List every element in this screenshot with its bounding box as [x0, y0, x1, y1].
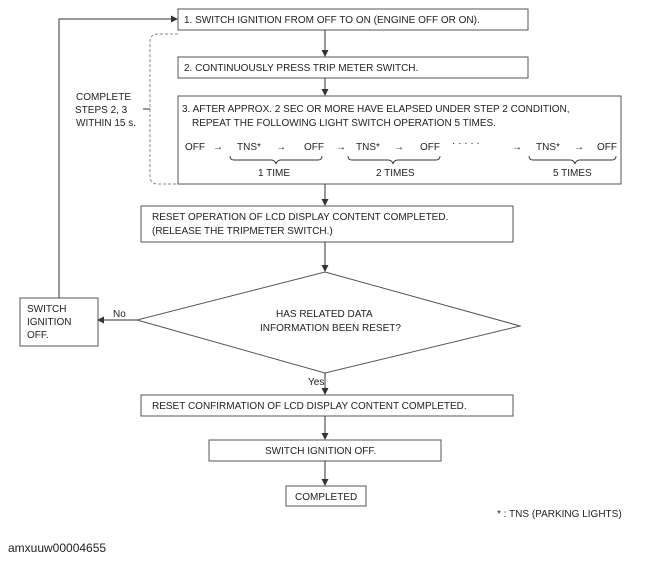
side-note-line2: STEPS 2, 3	[75, 105, 128, 116]
completed-text: COMPLETED	[295, 492, 357, 503]
brace-1-time	[229, 155, 323, 165]
step2-box	[177, 56, 529, 79]
decision-line2: INFORMATION BEEN RESET?	[260, 323, 401, 334]
step3-line1: 3. AFTER APPROX. 2 SEC OR MORE HAVE ELAP…	[182, 104, 570, 115]
seq-tns-1: TNS*	[237, 142, 261, 153]
seq-arrow-5: →	[512, 142, 522, 153]
reset-operation-box	[140, 205, 514, 243]
reset-operation-line2: (RELEASE THE TRIPMETER SWITCH.)	[152, 226, 333, 237]
seq-tns-2: TNS*	[356, 142, 380, 153]
footnote: * : TNS (PARKING LIGHTS)	[497, 509, 622, 520]
step1-text: 1. SWITCH IGNITION FROM OFF TO ON (ENGIN…	[184, 15, 480, 26]
label-1-time: 1 TIME	[258, 168, 290, 179]
seq-off-4: OFF	[597, 142, 617, 153]
side-note-line3: WITHIN 15 s.	[76, 118, 136, 129]
seq-dots: · · · · ·	[452, 138, 480, 149]
step2-text: 2. CONTINUOUSLY PRESS TRIP METER SWITCH.	[184, 63, 418, 74]
label-5-times: 5 TIMES	[553, 168, 592, 179]
figure-id: amxuuw00004655	[8, 541, 107, 555]
seq-off-3: OFF	[420, 142, 440, 153]
step3-line2: REPEAT THE FOLLOWING LIGHT SWITCH OPERAT…	[192, 118, 496, 129]
switch-off-line3: OFF.	[27, 330, 49, 341]
seq-arrow-4: →	[394, 142, 404, 153]
seq-arrow-3: →	[336, 142, 346, 153]
label-2-times: 2 TIMES	[376, 168, 415, 179]
brace-2-times	[347, 155, 441, 165]
seq-arrow-2: →	[276, 142, 286, 153]
no-label: No	[113, 309, 126, 320]
brace-5-times	[528, 155, 617, 165]
reset-confirmation-box	[140, 394, 514, 417]
side-note-line1: COMPLETE	[76, 92, 131, 103]
steps-2-3-bracket	[149, 33, 178, 185]
switch-ignition-off-final-text: SWITCH IGNITION OFF.	[265, 446, 376, 457]
seq-off-2: OFF	[304, 142, 324, 153]
yes-label: Yes	[308, 377, 324, 388]
switch-off-line2: IGNITION	[27, 317, 71, 328]
step3-box	[177, 95, 622, 185]
seq-off-1: OFF	[185, 142, 205, 153]
reset-confirmation-text: RESET CONFIRMATION OF LCD DISPLAY CONTEN…	[152, 401, 467, 412]
seq-tns-3: TNS*	[536, 142, 560, 153]
seq-arrow-6: →	[574, 142, 584, 153]
switch-ignition-off-box	[19, 297, 99, 347]
reset-operation-line1: RESET OPERATION OF LCD DISPLAY CONTENT C…	[152, 212, 448, 223]
seq-arrow-1: →	[213, 142, 223, 153]
loop-back-line	[58, 15, 178, 298]
decision-line1: HAS RELATED DATA	[276, 309, 373, 320]
step1-box	[177, 8, 529, 31]
switch-off-line1: SWITCH	[27, 304, 66, 315]
completed-box	[285, 485, 367, 507]
